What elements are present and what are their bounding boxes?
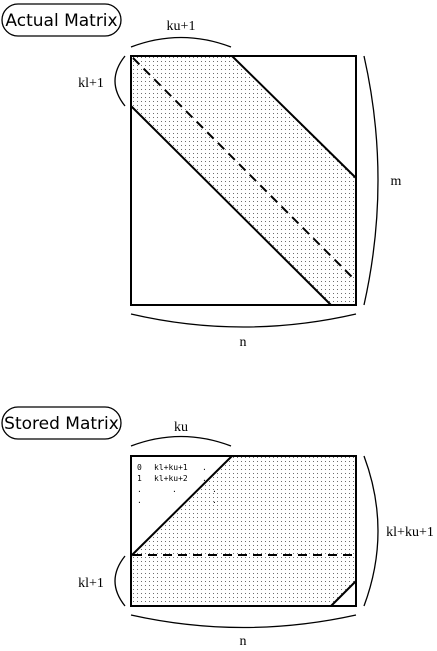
stored-bottom-label: n bbox=[240, 634, 247, 649]
stored-left-brace bbox=[114, 555, 126, 607]
index-row-1-index: 1 bbox=[137, 474, 142, 483]
actual-matrix-frame bbox=[130, 55, 357, 306]
actual-bottom-label: n bbox=[240, 335, 247, 350]
stored-matrix-section: Stored Matrix 0 kl+ku+1 . 1 kl+ku+2 . . … bbox=[1, 406, 434, 649]
actual-top-brace bbox=[130, 36, 232, 48]
index-row-2-text: . bbox=[172, 485, 177, 494]
actual-band-lower-edge bbox=[130, 105, 332, 306]
stored-band-region bbox=[131, 456, 356, 606]
stored-top-label: ku bbox=[174, 420, 188, 435]
index-row-0-dot: . bbox=[202, 463, 207, 472]
actual-main-diagonal bbox=[132, 57, 357, 282]
stored-right-brace bbox=[363, 455, 379, 607]
stored-index-listing: 0 kl+ku+1 . 1 kl+ku+2 . . . . . . bbox=[137, 463, 217, 505]
index-row-1-dot: . bbox=[202, 474, 207, 483]
stored-lower-corner-edge bbox=[330, 580, 357, 607]
index-row-3-dot: . bbox=[212, 496, 217, 505]
stored-right-label: kl+ku+1 bbox=[386, 525, 434, 540]
actual-matrix-title-text: Actual Matrix bbox=[5, 11, 117, 31]
stored-top-brace bbox=[130, 435, 232, 447]
index-row-0-index: 0 bbox=[137, 463, 142, 472]
actual-matrix-section: Actual Matrix ku+1 kl+1 m n bbox=[1, 3, 402, 350]
stored-matrix-title: Stored Matrix bbox=[1, 406, 122, 440]
stored-bottom-brace bbox=[130, 614, 357, 629]
actual-top-label: ku+1 bbox=[167, 19, 196, 34]
stored-matrix-frame bbox=[130, 455, 357, 607]
actual-right-label: m bbox=[391, 174, 402, 189]
index-row-2-index: . bbox=[137, 485, 142, 494]
actual-matrix-title: Actual Matrix bbox=[1, 3, 122, 37]
index-row-3-index: . bbox=[137, 496, 142, 505]
stored-left-label: kl+1 bbox=[78, 576, 104, 591]
actual-band-region bbox=[131, 56, 356, 305]
actual-left-brace bbox=[114, 55, 126, 107]
actual-bottom-brace bbox=[130, 313, 357, 328]
stored-matrix-title-text: Stored Matrix bbox=[4, 414, 119, 434]
index-row-0-text: kl+ku+1 bbox=[154, 463, 188, 472]
actual-left-label: kl+1 bbox=[78, 76, 104, 91]
index-row-1-text: kl+ku+2 bbox=[154, 474, 188, 483]
index-row-2-dot: . bbox=[212, 485, 217, 494]
actual-band-upper-edge bbox=[231, 55, 357, 179]
stored-upper-triangle-edge bbox=[130, 455, 233, 557]
actual-right-brace bbox=[363, 55, 379, 306]
